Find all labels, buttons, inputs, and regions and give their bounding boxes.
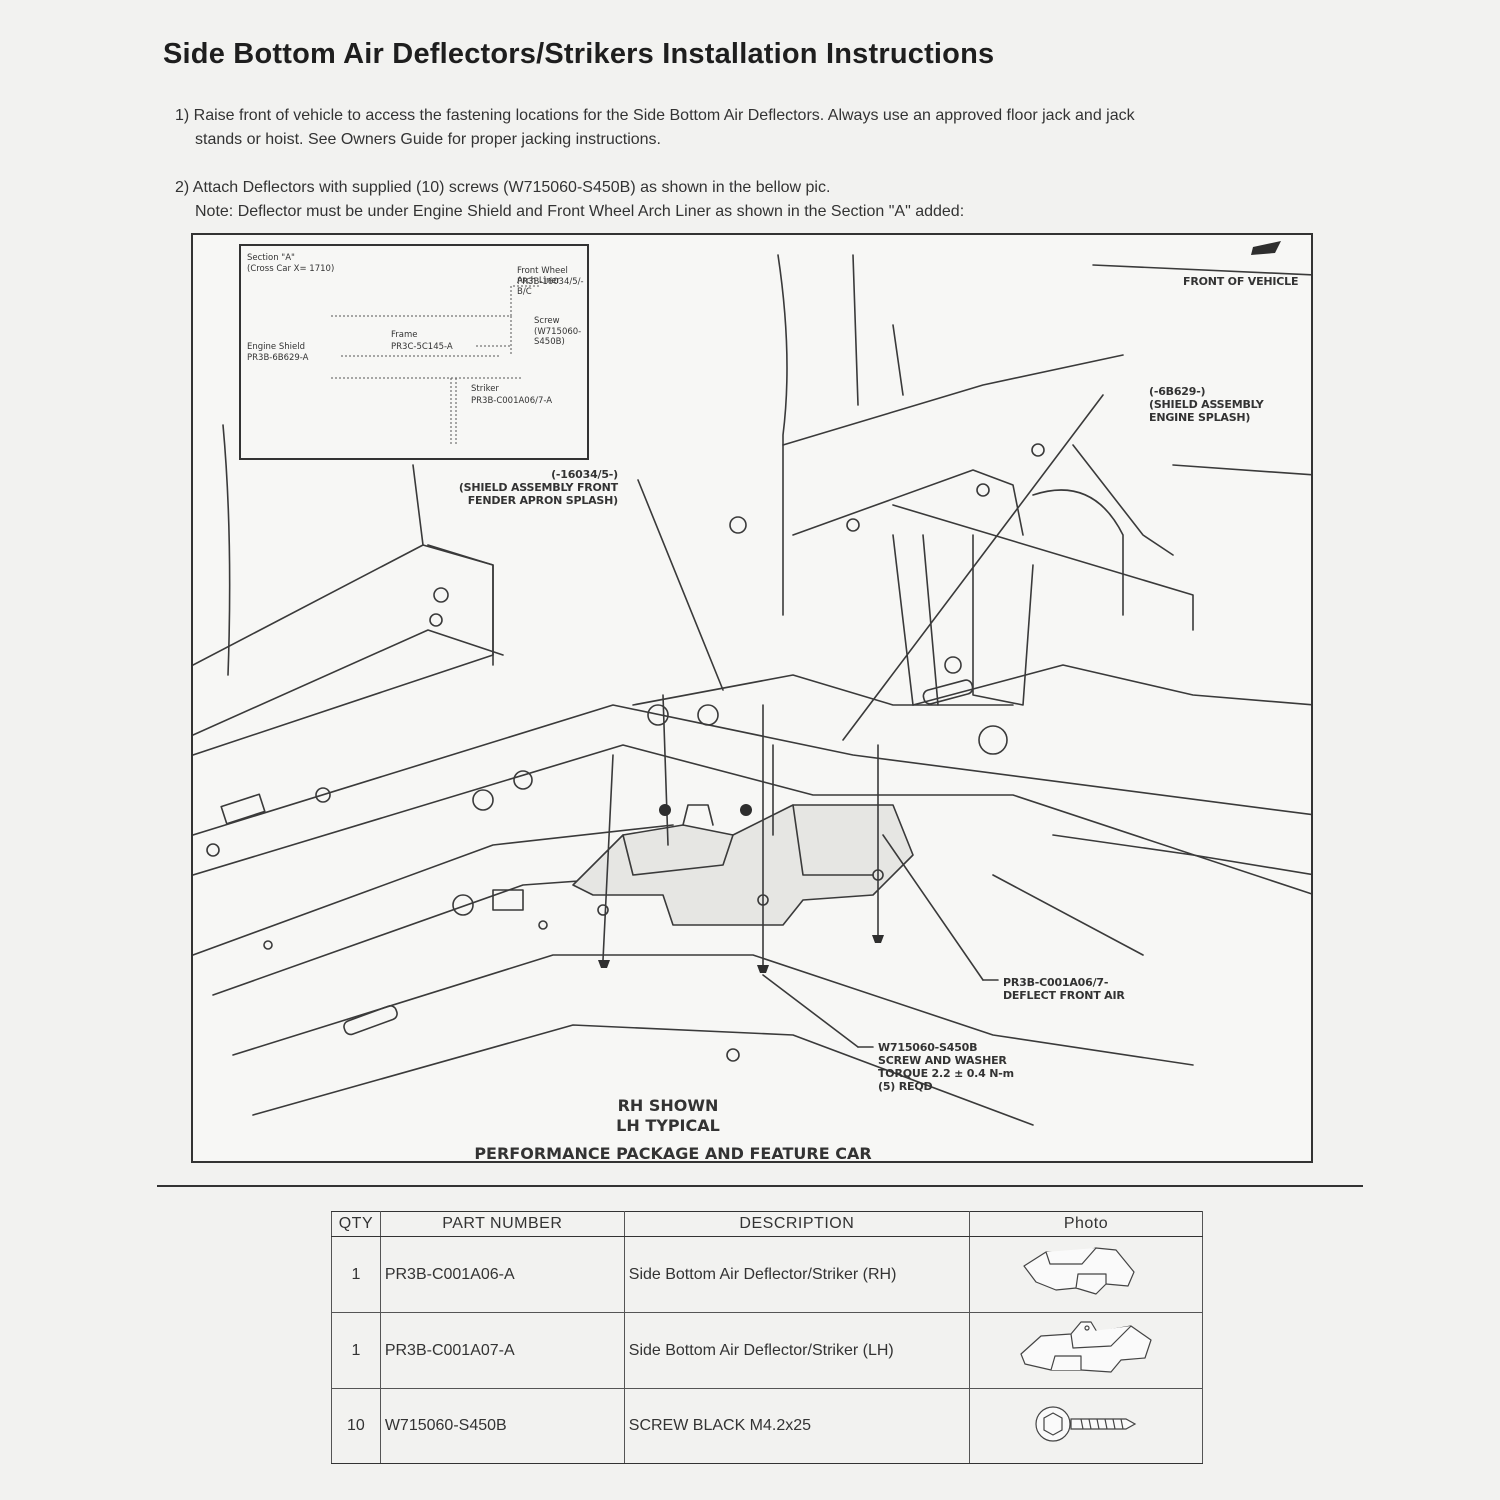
step-1-line-1: 1) Raise front of vehicle to access the … [175,107,1135,124]
table-row: 10 W715060-S450B SCREW BLACK M4.2x25 [331,1388,1204,1464]
inset-arch-liner: Front Wheel Arch Liner [517,266,568,286]
inset-frame: Frame [391,330,418,340]
callout-screw-line-2: SCREW AND WASHER [878,1054,1007,1067]
section-a-drawing [331,285,541,446]
callout-screw-line-1: W715060-S450B [878,1041,978,1054]
page-title: Side Bottom Air Deflectors/Strikers Inst… [163,38,995,70]
step-2-line-2: Note: Deflector must be under Engine Shi… [195,203,965,220]
cell-description: SCREW BLACK M4.2x25 [623,1388,970,1464]
inset-screw-pn: (W715060-S450B) [534,327,582,347]
parts-table: QTY PART NUMBER DESCRIPTION Photo 1 PR3B… [331,1211,1204,1464]
deflector-rh-icon [1023,1247,1135,1295]
front-of-vehicle-label: FRONT OF VEHICLE [1183,275,1299,288]
callout-fender-line-1: (-16034/5-) [551,468,618,481]
cell-qty: 1 [331,1236,381,1313]
callout-deflector: PR3B-C001A06/7- DEFLECT FRONT AIR [1003,976,1125,1002]
callout-engine-splash-shield: (-6B629-) (SHIELD ASSEMBLY ENGINE SPLASH… [1149,385,1264,424]
cell-part-number: W715060-S450B [379,1388,625,1464]
cell-part-number: PR3B-C001A07-A [379,1312,625,1389]
table-row: 1 PR3B-C001A06-A Side Bottom Air Deflect… [331,1236,1204,1313]
screw-icon [1035,1405,1137,1442]
callout-fender-line-3: FENDER APRON SPLASH) [467,494,618,507]
instruction-step-2: 2) Attach Deflectors with supplied (10) … [175,176,964,224]
step-1-line-2: stands or hoist. See Owners Guide for pr… [195,131,661,148]
cell-qty: 1 [331,1312,381,1389]
inset-striker: Striker [471,384,499,394]
inset-section-sub: (Cross Car X= 1710) [247,264,335,274]
cell-photo [968,1236,1204,1313]
inset-engine-shield-pn: PR3B-6B629-A [247,353,309,363]
callout-deflector-line-1: PR3B-C001A06/7- [1003,976,1109,989]
instruction-step-1: 1) Raise front of vehicle to access the … [175,104,1135,152]
section-divider [157,1185,1363,1187]
callout-deflector-line-2: DEFLECT FRONT AIR [1003,989,1125,1002]
vehicle-underbody-drawing [193,241,1311,1126]
cell-part-number: PR3B-C001A06-A [379,1236,625,1313]
cell-description: Side Bottom Air Deflector/Striker (LH) [623,1312,970,1389]
inset-striker-pn: PR3B-C001A06/7-A [471,396,553,406]
caption-lh-typical: LH TYPICAL [616,1116,720,1135]
callout-engine-line-2: (SHIELD ASSEMBLY [1149,398,1264,411]
callout-fender-line-2: (SHIELD ASSEMBLY FRONT [458,481,618,494]
callout-screw: W715060-S450B SCREW AND WASHER TORQUE 2.… [878,1041,1014,1093]
cell-description: Side Bottom Air Deflector/Striker (RH) [623,1236,970,1313]
header-part-number: PART NUMBER [379,1211,625,1237]
deflector-lh-icon [1020,1321,1152,1373]
table-row: 1 PR3B-C001A07-A Side Bottom Air Deflect… [331,1312,1204,1389]
inset-arch-liner-pn: PR3B-16034/5/-B/C [517,277,584,297]
header-qty: QTY [331,1211,381,1237]
parts-table-header: QTY PART NUMBER DESCRIPTION Photo [331,1211,1204,1237]
callout-engine-line-1: (-6B629-) [1149,385,1206,398]
header-photo: Photo [968,1211,1204,1237]
cell-qty: 10 [331,1388,381,1464]
cell-photo [968,1312,1204,1389]
callout-screw-line-3: TORQUE 2.2 ± 0.4 N-m [878,1067,1014,1080]
caption-rh-shown: RH SHOWN [617,1096,719,1115]
inset-frame-pn: PR3C-5C145-A [391,342,453,352]
callout-fender-apron-shield: (-16034/5-) (SHIELD ASSEMBLY FRONT FENDE… [443,468,618,507]
step-2-line-1: 2) Attach Deflectors with supplied (10) … [175,179,831,196]
callout-engine-line-3: ENGINE SPLASH) [1149,411,1251,424]
installation-diagram: Section "A" (Cross Car X= 1710) Front Wh… [191,233,1313,1163]
inset-section-title: Section "A" [247,253,295,263]
section-a-inset: Section "A" (Cross Car X= 1710) Front Wh… [239,244,589,460]
callout-screw-line-4: (5) REQD [878,1080,933,1093]
inset-screw: Screw [534,316,560,326]
caption-performance-package: PERFORMANCE PACKAGE AND FEATURE CAR [474,1144,872,1163]
header-description: DESCRIPTION [623,1211,970,1237]
cell-photo [968,1388,1204,1464]
inset-engine-shield: Engine Shield [247,342,305,352]
